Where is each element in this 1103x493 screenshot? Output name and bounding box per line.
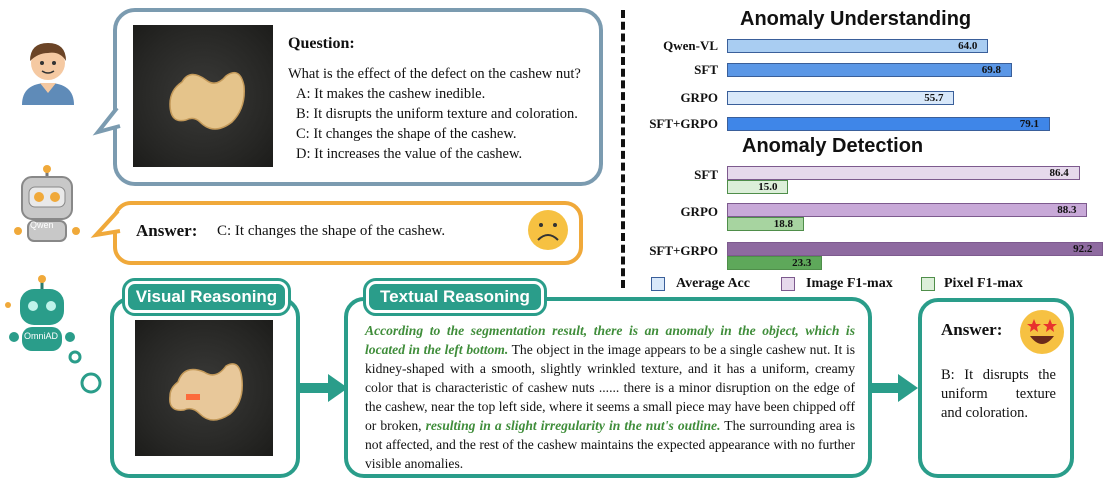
category-label: SFT (694, 62, 718, 77)
category-label: GRPO (680, 204, 718, 219)
option-d: D: It increases the value of the cashew. (296, 146, 523, 162)
bar-image-f1-1-value: 88.3 (1057, 204, 1077, 216)
reasoning-lead: According to the segmentation result, th… (365, 323, 855, 357)
qwen-answer-bubble (113, 201, 583, 265)
bar-pixel-f1-0-value: 15.0 (758, 181, 778, 193)
segmented-cashew-image (169, 363, 243, 421)
bar-understanding-0-value: 64.0 (958, 40, 978, 52)
bar-understanding-2 (727, 91, 955, 105)
omniad-label: OmniAD (24, 331, 59, 341)
bubble-tail (92, 106, 121, 136)
bar-pixel-f1-2 (727, 256, 823, 270)
decor-circles (68, 350, 102, 394)
omniad-robot-icon (5, 275, 75, 351)
qwen-label: Qwen (30, 220, 54, 230)
category-label: SFT (694, 167, 718, 182)
option-b: B: It disrupts the uniform texture and c… (296, 106, 578, 122)
arrow-right-icon (872, 374, 918, 402)
bar-pixel-f1-1-value: 18.8 (773, 218, 793, 230)
option-c: C: It changes the shape of the cashew. (296, 126, 517, 142)
textual-reasoning-title: Textual Reasoning (363, 278, 547, 316)
visual-reasoning-title: Visual Reasoning (122, 278, 291, 316)
legend-label-image: Image F1-max (806, 276, 893, 291)
bar-image-f1-2 (727, 242, 1103, 256)
bar-understanding-2-value: 55.7 (924, 92, 944, 104)
bar-image-f1-0 (727, 166, 1080, 180)
textual-reasoning-box (344, 297, 872, 478)
bar-understanding-1 (727, 63, 1012, 77)
legend-swatch-image (781, 277, 795, 291)
bar-pixel-f1-2-value: 23.3 (792, 257, 812, 269)
bar-image-f1-2-value: 92.2 (1073, 243, 1093, 255)
category-label: SFT+GRPO (649, 243, 718, 258)
bar-understanding-3-value: 79.1 (1019, 118, 1039, 130)
category-label: Qwen-VL (663, 38, 718, 53)
chart-title-understanding: Anomaly Understanding (740, 8, 972, 30)
bar-pixel-f1-0 (727, 180, 789, 194)
chart-legend: Average Acc Image F1-max Pixel F1-max (651, 276, 1041, 296)
reasoning-mid: resulting in a slight irregularity in th… (425, 418, 721, 433)
question-title: Question: (288, 35, 355, 52)
bubble-tail (90, 209, 121, 238)
reasoning-text: According to the segmentation result, th… (365, 321, 855, 473)
bar-understanding-1-value: 69.8 (981, 64, 1002, 76)
star-eyes-face-icon (1020, 310, 1064, 354)
chart-title-detection: Anomaly Detection (742, 135, 924, 157)
omniad-answer-text: B: It disrupts the uniform texture and c… (941, 367, 1056, 421)
question-text: What is the effect of the defect on the … (288, 64, 581, 164)
bar-image-f1-1 (727, 203, 1088, 217)
bar-understanding-0 (727, 39, 989, 53)
category-label: GRPO (680, 90, 718, 105)
legend-label-avg: Average Acc (676, 276, 750, 291)
qwen-robot-icon (14, 165, 80, 242)
legend-swatch-pixel (921, 277, 935, 291)
user-avatar-icon (22, 43, 74, 105)
omniad-answer-label: Answer: (941, 320, 1003, 339)
answer-text: C: It changes the shape of the cashew. (217, 223, 446, 239)
question-prompt: What is the effect of the defect on the … (288, 66, 581, 82)
category-label: SFT+GRPO (649, 116, 718, 131)
dashed-divider (621, 10, 625, 288)
sad-face-icon (528, 210, 568, 250)
legend-label-pixel: Pixel F1-max (944, 276, 1023, 291)
legend-swatch-avg (651, 277, 665, 291)
option-a: A: It makes the cashew inedible. (296, 86, 486, 102)
reasoning-body-1: The object in the image appears to be a … (365, 342, 856, 433)
arrow-right-icon (300, 374, 348, 402)
bar-pixel-f1-1 (727, 217, 804, 231)
bar-image-f1-0-value: 86.4 (1049, 167, 1069, 179)
reasoning-body-2: The surrounding area is not affected, an… (365, 418, 855, 471)
bar-understanding-3 (727, 117, 1050, 131)
cashew-image (169, 71, 245, 130)
answer-label: Answer: (136, 221, 198, 240)
